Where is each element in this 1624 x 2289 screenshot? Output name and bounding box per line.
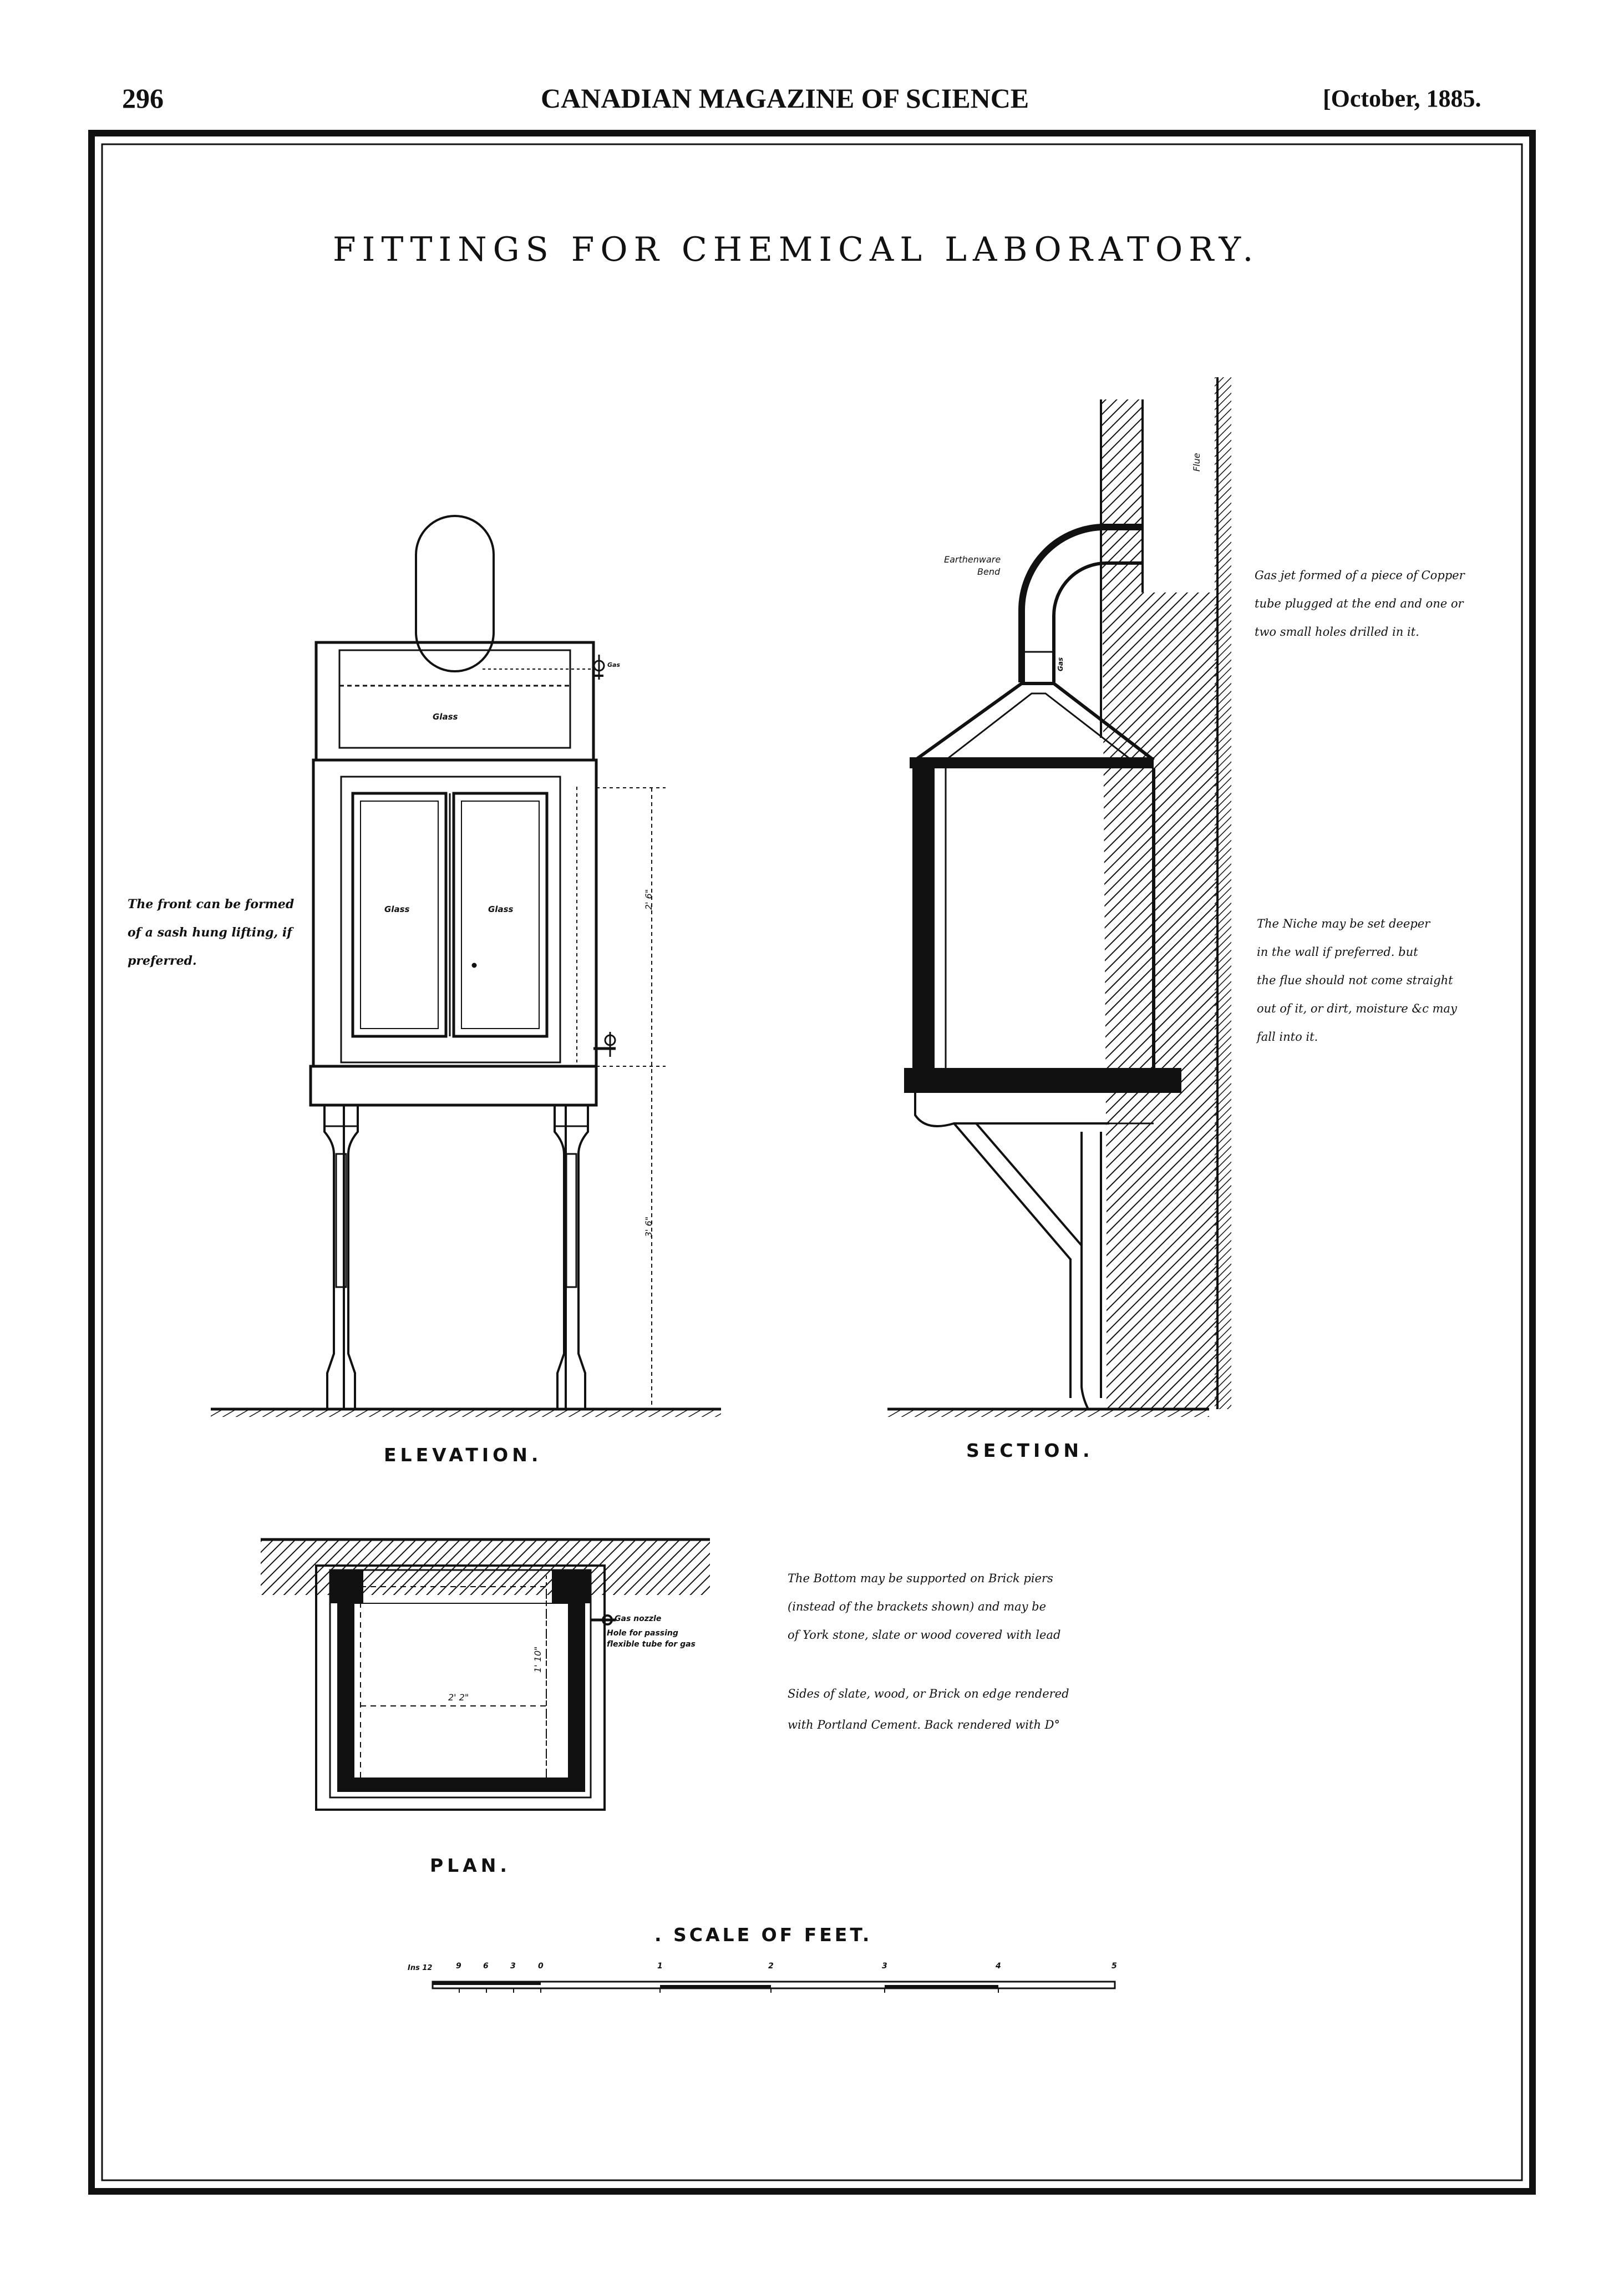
plan-label: PLAN.: [430, 1855, 511, 1876]
scale-title: . SCALE OF FEET.: [654, 1924, 872, 1946]
elevation-drawing: [211, 515, 721, 1417]
elevation-note-line: The front can be formed: [128, 897, 295, 911]
section-gas-label: Gas: [1057, 657, 1064, 671]
plate-border: [88, 130, 1536, 2195]
section-gas-jet-note-line: Gas jet formed of a piece of Copper: [1255, 569, 1465, 582]
plan-bottom-note-line: of York stone, slate or wood covered wit…: [788, 1628, 1061, 1642]
scale-bar: [432, 1981, 1116, 1993]
scale-tick-label: 0: [538, 1962, 544, 1971]
plan-hole-label: Hole for passing flexible tube for gas: [607, 1628, 696, 1650]
section-niche-note-line: The Niche may be set deeper: [1257, 917, 1430, 930]
section-bend-label-line: Bend: [977, 566, 1001, 577]
plan-sides-note: Sides of slate, wood, or Brick on edge r…: [788, 1678, 1069, 1740]
section-drawing: [887, 377, 1231, 1417]
scale-tick-label: 1: [657, 1962, 663, 1971]
section-niche-note-line: fall into it.: [1257, 1030, 1318, 1044]
elevation-glass-left-label: Glass: [384, 904, 410, 914]
scale-tick-label: 2: [768, 1962, 774, 1971]
scale-tick-label: 3: [510, 1962, 516, 1971]
section-gas-jet-note-line: two small holes drilled in it.: [1255, 625, 1419, 639]
elevation-label: ELEVATION.: [384, 1444, 542, 1466]
elevation-note: The front can be formed of a sash hung l…: [128, 890, 294, 975]
elevation-note-line: of a sash hung lifting, if: [128, 925, 292, 940]
elevation-dim-lower: 3' 6": [643, 1216, 654, 1237]
journal-title: CANADIAN MAGAZINE OF SCIENCE: [541, 83, 1029, 114]
scale-unit-label: Ins 12: [408, 1964, 433, 1972]
plan-gas-nozzle-label: Gas nozzle: [615, 1614, 662, 1623]
scale-tick-label: 4: [996, 1962, 1001, 1971]
scale-tick-label: 3: [882, 1962, 887, 1971]
plan-dim-depth: 1' 10": [532, 1646, 543, 1673]
scale-tick-label: 5: [1112, 1962, 1117, 1971]
section-flue-label: Flue: [1191, 453, 1202, 472]
plan-bottom-note-line: (instead of the brackets shown) and may …: [788, 1600, 1046, 1613]
elevation-note-line: preferred.: [128, 954, 197, 968]
plate-title: FITTINGS FOR CHEMICAL LABORATORY.: [333, 230, 1260, 269]
section-bend-label-line: Earthenware: [944, 554, 1001, 565]
elevation-glass-right-label: Glass: [488, 904, 514, 914]
plan-hole-label-line: Hole for passing: [607, 1629, 678, 1638]
section-label: SECTION.: [966, 1440, 1094, 1461]
elevation-dim-upper: 2' 6": [643, 889, 654, 910]
issue-date: [October, 1885.: [1323, 85, 1481, 112]
plan-bottom-note-line: The Bottom may be supported on Brick pie…: [788, 1572, 1053, 1585]
plan-hole-label-line: flexible tube for gas: [607, 1640, 696, 1649]
plan-sides-note-line: Sides of slate, wood, or Brick on edge r…: [788, 1687, 1069, 1700]
plan-dim-width: 2' 2": [448, 1692, 469, 1703]
elevation-glass-top-label: Glass: [433, 712, 458, 722]
page-number: 296: [122, 83, 164, 114]
section-bend-label: Earthenware Bend: [944, 554, 1001, 578]
plan-sides-note-line: with Portland Cement. Back rendered with…: [788, 1718, 1060, 1731]
section-niche-note: The Niche may be set deeper in the wall …: [1257, 910, 1457, 1051]
section-gas-jet-note: Gas jet formed of a piece of Copper tube…: [1255, 561, 1465, 646]
section-gas-jet-note-line: tube plugged at the end and one or: [1255, 597, 1464, 610]
section-niche-note-line: the flue should not come straight: [1257, 974, 1453, 987]
section-niche-note-line: in the wall if preferred. but: [1257, 945, 1418, 959]
plan-bottom-note: The Bottom may be supported on Brick pie…: [788, 1564, 1060, 1649]
scale-tick-label: 9: [456, 1962, 461, 1971]
section-niche-note-line: out of it, or dirt, moisture &c may: [1257, 1002, 1457, 1015]
scale-tick-label: 6: [483, 1962, 489, 1971]
elevation-gas-label: Gas: [607, 661, 620, 669]
plan-drawing: [261, 1538, 710, 1811]
